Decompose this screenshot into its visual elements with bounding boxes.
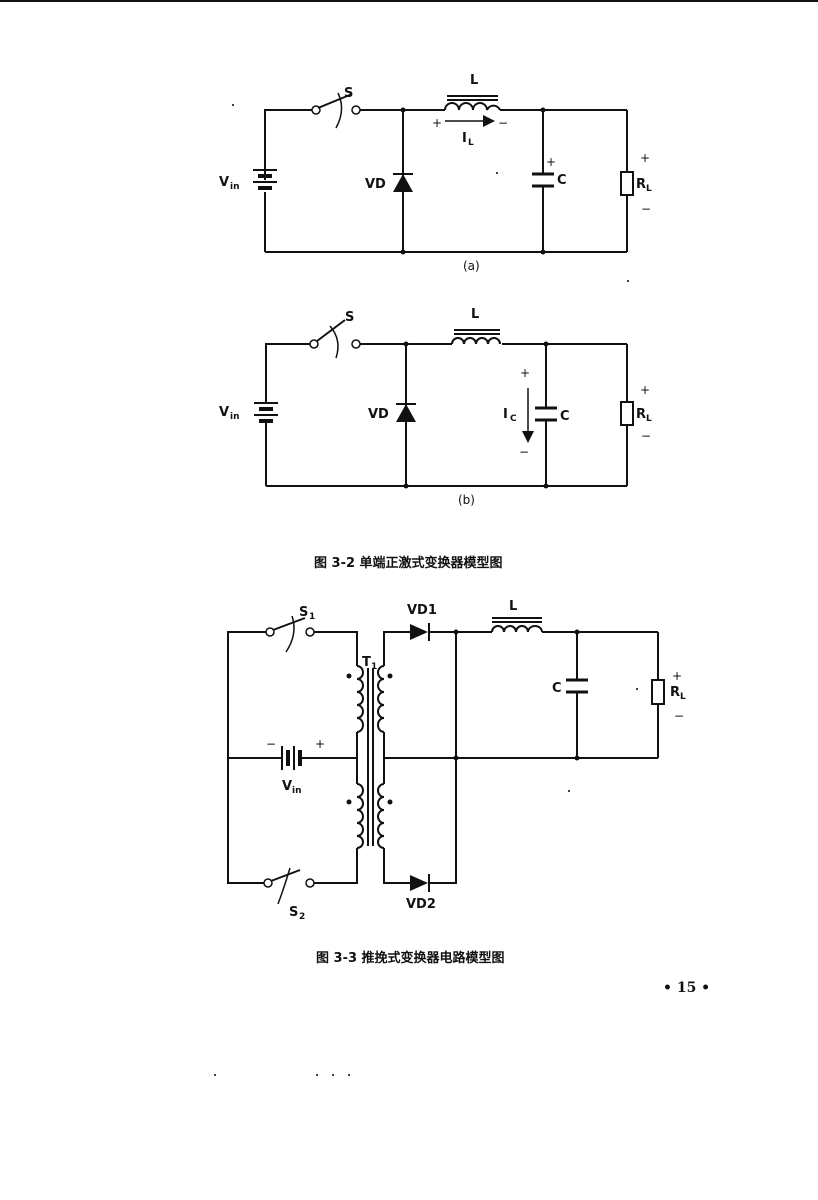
minus-sign: − xyxy=(641,429,651,443)
capacitor-label: C xyxy=(560,409,570,424)
scan-speck xyxy=(568,790,570,792)
load-subscript: L xyxy=(646,184,652,194)
diode-icon xyxy=(410,874,430,892)
capacitor-icon xyxy=(532,172,554,188)
load-label: R xyxy=(636,177,646,192)
plus-sign: + xyxy=(640,383,650,397)
minus-sign: − xyxy=(266,737,276,751)
diode1-label: VD1 xyxy=(407,603,437,618)
scan-speck xyxy=(232,104,234,106)
figure-caption: 图 3-3 推挽式变换器电路模型图 xyxy=(316,951,505,966)
inductor-label: L xyxy=(470,73,478,88)
current-label: I xyxy=(503,407,508,422)
load-subscript: L xyxy=(680,692,686,702)
diode-label: VD xyxy=(365,177,386,192)
figure-3-2a-circuit: S L + − I L V in VD + C + R L − (a) xyxy=(219,73,652,273)
scan-speck xyxy=(316,1074,318,1076)
page-number: • 15 • xyxy=(663,980,711,996)
load-label: R xyxy=(670,685,680,700)
switch2-subscript: 2 xyxy=(299,912,305,922)
source-label: V xyxy=(219,405,229,420)
transformer-icon xyxy=(346,665,393,849)
resistor-icon xyxy=(620,171,634,196)
switch2-label: S xyxy=(289,905,298,920)
current-label: I xyxy=(462,131,467,146)
diode-label: VD xyxy=(368,407,389,422)
source-label: V xyxy=(219,175,229,190)
battery-icon xyxy=(253,169,277,190)
scan-speck xyxy=(496,172,498,174)
plus-sign: + xyxy=(640,151,650,165)
capacitor-icon xyxy=(566,678,588,694)
switch1-subscript: 1 xyxy=(309,612,315,622)
load-label: R xyxy=(636,407,646,422)
switch1-label: S xyxy=(299,605,308,620)
resistor-icon xyxy=(620,401,634,426)
switch-label: S xyxy=(344,86,353,101)
diode-icon xyxy=(396,403,416,422)
load-subscript: L xyxy=(646,414,652,424)
switch-icon xyxy=(311,92,361,129)
scan-speck xyxy=(332,1074,334,1076)
plus-sign: + xyxy=(432,116,442,130)
battery-icon xyxy=(254,402,278,423)
diode-icon xyxy=(393,173,413,192)
capacitor-label: C xyxy=(557,173,567,188)
plus-sign: + xyxy=(672,669,682,683)
scan-speck xyxy=(214,1074,216,1076)
current-subscript: L xyxy=(468,138,474,148)
plus-sign: + xyxy=(315,737,325,751)
resistor-icon xyxy=(651,679,665,705)
switch-icon xyxy=(265,615,315,653)
plus-sign: + xyxy=(520,366,530,380)
scan-speck xyxy=(627,280,629,282)
capacitor-label: C xyxy=(552,681,562,696)
minus-sign: − xyxy=(674,709,684,723)
figure-caption: 图 3-2 单端正激式变换器模型图 xyxy=(314,556,503,571)
inductor-label: L xyxy=(509,599,517,614)
inductor-label: L xyxy=(471,307,479,322)
subfigure-tag: (b) xyxy=(458,493,475,507)
source-label: V xyxy=(282,779,292,794)
source-subscript: in xyxy=(292,786,302,796)
minus-sign: − xyxy=(519,445,529,459)
diode-icon xyxy=(410,623,430,641)
capacitor-icon xyxy=(535,406,557,422)
switch-icon xyxy=(263,867,315,905)
top-border-line xyxy=(0,0,818,2)
scan-speck xyxy=(636,688,638,690)
figure-3-3-circuit: S 1 T 1 VD1 L C + R L − − + V in S 2 VD2 xyxy=(227,599,686,922)
minus-sign: − xyxy=(641,202,651,216)
scan-speck xyxy=(348,1074,350,1076)
source-subscript: in xyxy=(230,182,240,192)
battery-icon xyxy=(281,746,302,770)
diode2-label: VD2 xyxy=(406,897,436,912)
transformer-label: T xyxy=(362,655,371,670)
switch-label: S xyxy=(345,310,354,325)
source-subscript: in xyxy=(230,412,240,422)
inductor-icon xyxy=(451,329,501,345)
figure-3-2b-circuit: S L V in VD + I C − C + R L − (b) xyxy=(219,307,652,507)
plus-sign: + xyxy=(546,155,556,169)
switch-icon xyxy=(309,319,361,359)
subfigure-tag: (a) xyxy=(463,259,480,273)
minus-sign: − xyxy=(498,116,508,130)
inductor-icon xyxy=(491,617,543,633)
transformer-subscript: 1 xyxy=(371,662,377,672)
inductor-icon xyxy=(444,95,501,111)
current-subscript: C xyxy=(510,414,517,424)
